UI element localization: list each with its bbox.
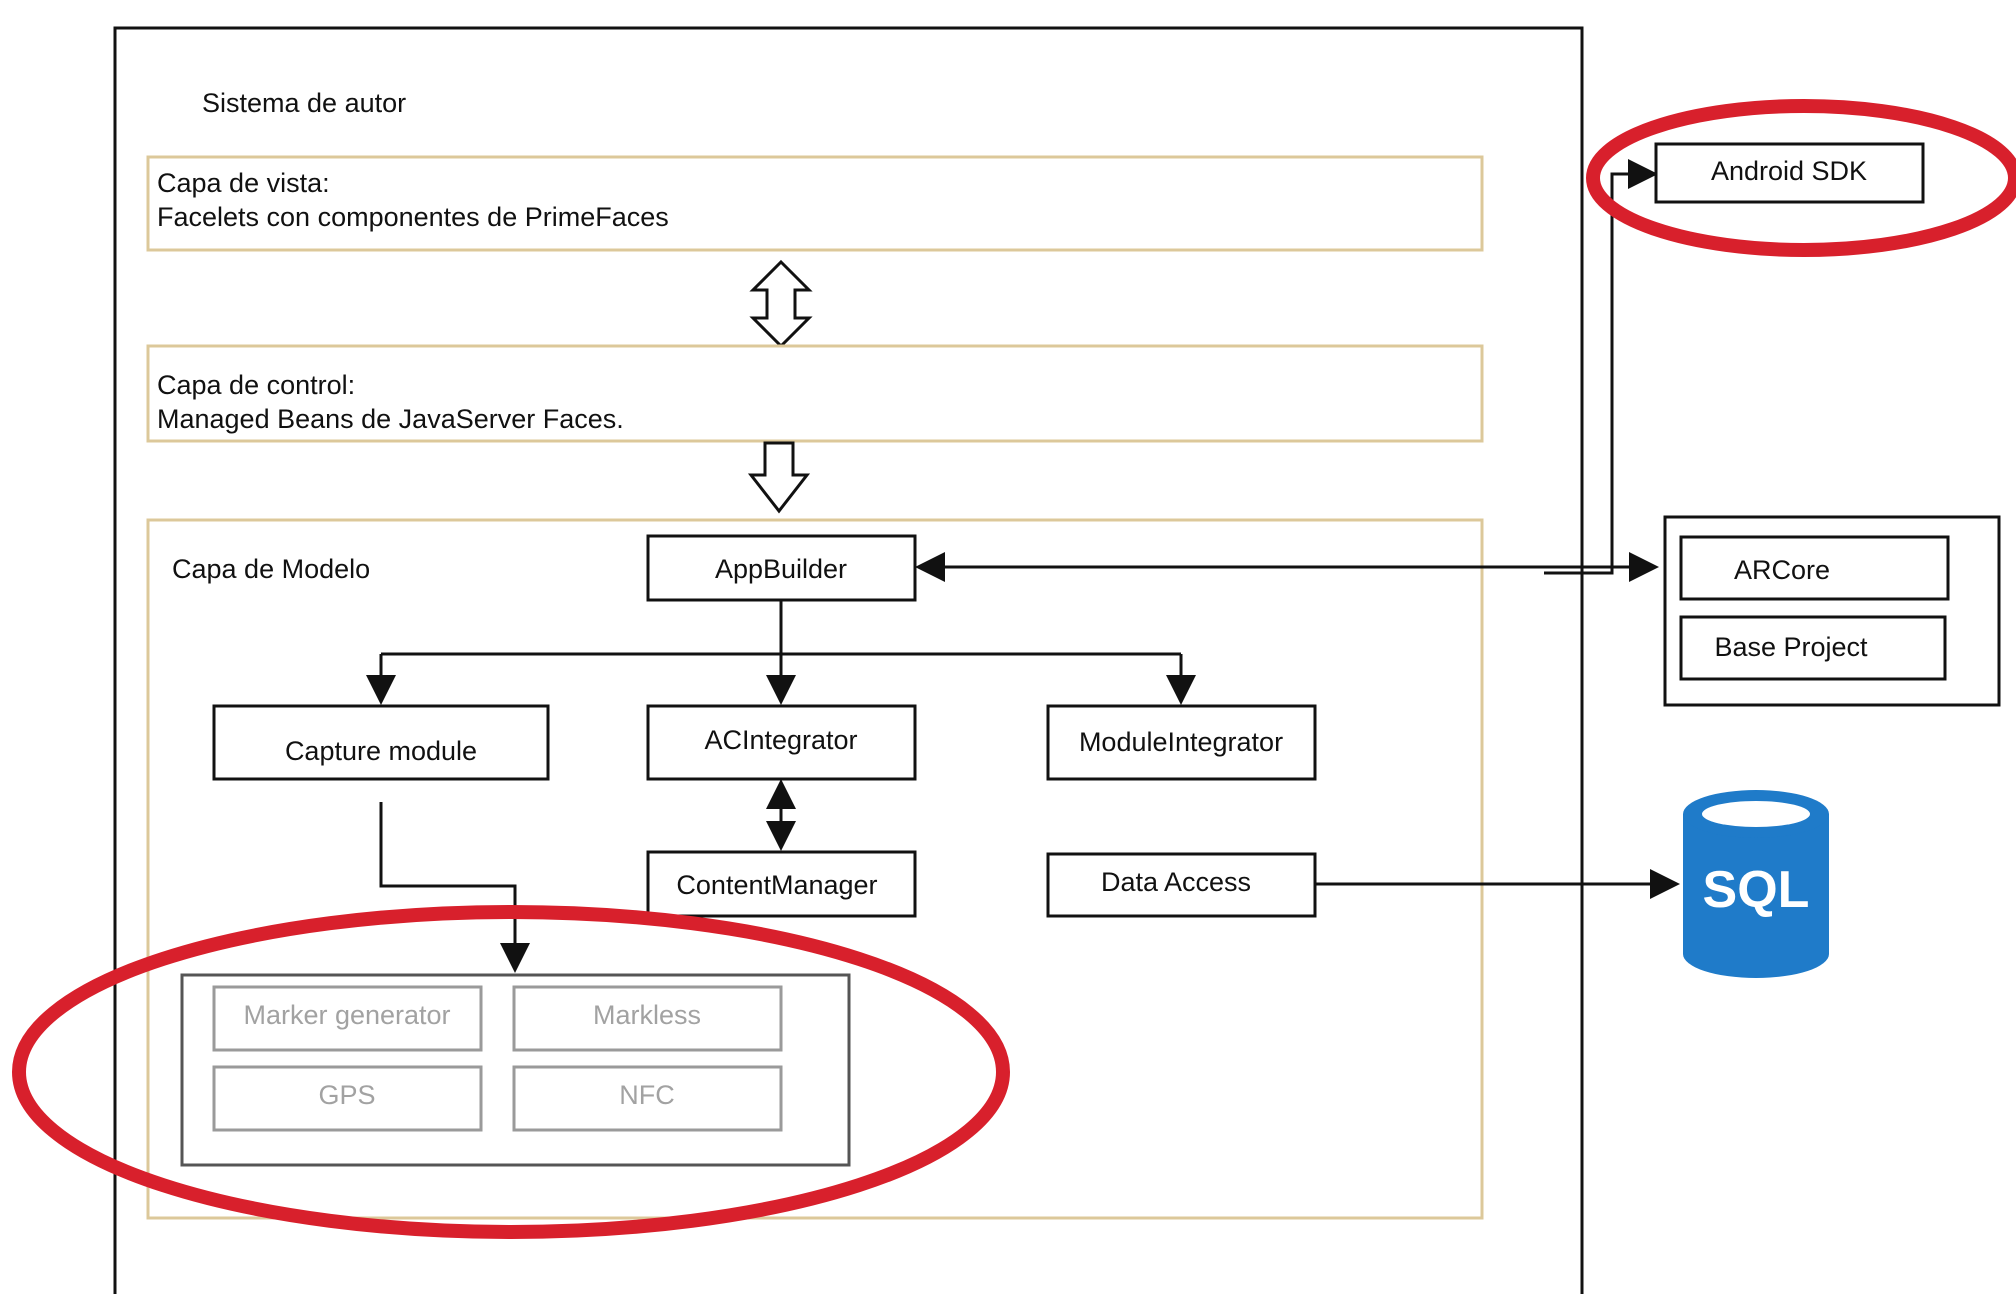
- acintegrator-box: [646, 704, 917, 781]
- highlight-ellipse-android-sdk: [1586, 99, 2016, 257]
- data-access-box: [1046, 852, 1317, 918]
- contentmanager-box: [646, 850, 917, 918]
- view-layer-title: Capa de vista:: [157, 168, 330, 198]
- submodule-nfc-box: [512, 1065, 783, 1132]
- system-title: Sistema de autor: [202, 88, 406, 118]
- submodule-gps-box: [212, 1065, 483, 1132]
- android-sdk-box: [1654, 142, 1925, 204]
- arrow-capture-to-submodules: [379, 802, 530, 973]
- android-sdk-label: Android SDK: [1711, 156, 1867, 186]
- appbuilder-box: [646, 534, 917, 602]
- contentmanager-label: ContentManager: [676, 870, 877, 900]
- moduleintegrator-box: [1046, 704, 1317, 781]
- down-arrow-icon: [747, 441, 811, 514]
- sql-label: SQL: [1703, 861, 1810, 919]
- submodule-marker-generator-label: Marker generator: [243, 1000, 450, 1030]
- acintegrator-label: ACIntegrator: [704, 725, 857, 755]
- control-layer: [146, 344, 1484, 443]
- moduleintegrator-label: ModuleIntegrator: [1079, 727, 1283, 757]
- arcore-box: [1679, 535, 1950, 601]
- arcore-label: ARCore: [1734, 555, 1830, 585]
- capture-module-box: [212, 704, 550, 781]
- base-project-box: [1679, 615, 1947, 681]
- bidirectional-arrow-icon: [749, 259, 813, 349]
- system-frame: [113, 26, 1584, 1294]
- control-layer-title: Capa de control:: [157, 370, 355, 400]
- data-access-label: Data Access: [1101, 867, 1251, 897]
- submodule-gps-label: GPS: [318, 1080, 375, 1110]
- submodule-marker-generator-box: [212, 985, 483, 1052]
- view-layer-description: Facelets con componentes de PrimeFaces: [157, 202, 669, 232]
- control-layer-description: Managed Beans de JavaServer Faces.: [157, 404, 624, 434]
- appbuilder-label: AppBuilder: [715, 554, 847, 584]
- highlight-ellipse-capture-submodules: [12, 905, 1010, 1239]
- submodule-nfc-label: NFC: [619, 1080, 675, 1110]
- view-layer: [146, 155, 1484, 252]
- sql-database-icon: SQL: [1683, 790, 1829, 978]
- base-project-label: Base Project: [1714, 632, 1868, 662]
- model-layer-title: Capa de Modelo: [172, 554, 370, 584]
- submodule-markless-label: Markless: [593, 1000, 701, 1030]
- arrow-to-android-sdk: [1544, 159, 1658, 575]
- submodule-markless-box: [512, 985, 783, 1052]
- capture-module-label: Capture module: [285, 736, 477, 766]
